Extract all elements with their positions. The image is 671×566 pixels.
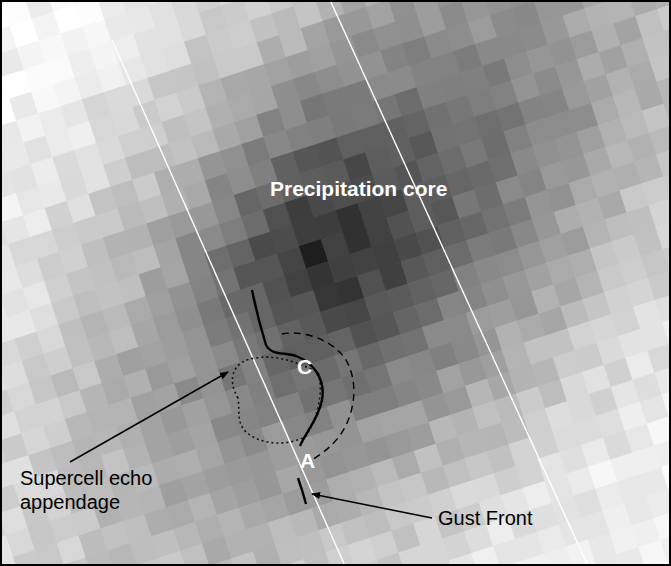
radar-pixel xyxy=(654,365,671,395)
feature-label: Supercell echo appendage xyxy=(20,466,250,514)
gust-front-line xyxy=(298,478,306,504)
radar-pixel xyxy=(655,220,671,250)
radar-pixel xyxy=(654,438,671,468)
radar-pixel xyxy=(655,293,671,323)
radar-pixel xyxy=(649,125,671,155)
radar-pixel xyxy=(657,2,671,32)
radar-pixel xyxy=(656,147,671,177)
outflow-boundary xyxy=(282,333,354,460)
radar-pixel xyxy=(657,74,671,104)
feature-label: Precipitation core xyxy=(270,176,490,201)
radar-pixel xyxy=(653,511,671,541)
leader-arrow xyxy=(312,494,432,518)
point-letter: A xyxy=(300,448,324,473)
radar-pixel xyxy=(649,53,671,83)
radial-line xyxy=(330,0,588,566)
feature-label: Gust Front xyxy=(438,506,618,530)
leader-arrow xyxy=(70,372,228,462)
point-letter: C xyxy=(297,354,321,379)
gust-front-line xyxy=(252,290,323,446)
